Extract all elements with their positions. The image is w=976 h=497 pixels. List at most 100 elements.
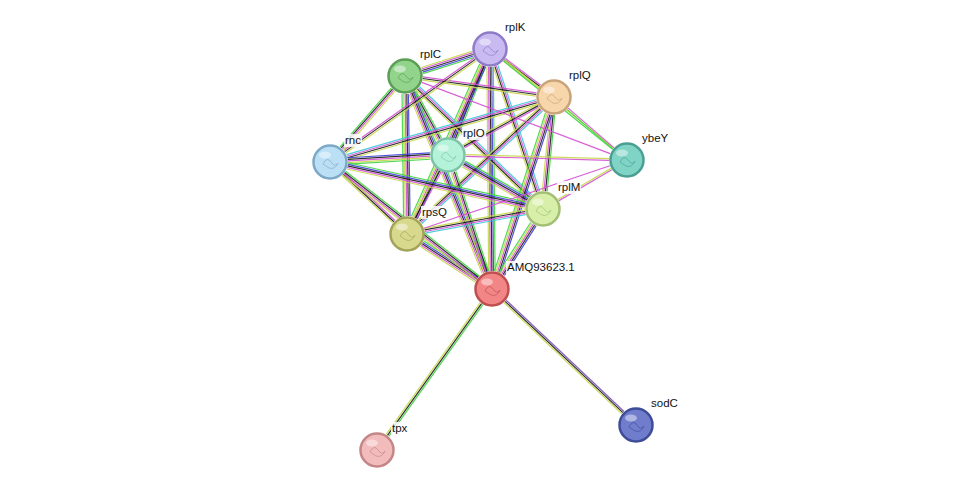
interaction-edge (466, 155, 609, 161)
evidence-line (503, 61, 612, 149)
protein-node: tpx (359, 432, 395, 468)
node-disc (611, 144, 644, 177)
node-circle (312, 144, 348, 180)
protein-node: rplM (525, 191, 561, 227)
interaction-edge (567, 108, 614, 149)
evidence-line (340, 88, 391, 147)
node-highlight (543, 87, 555, 94)
interaction-edge (386, 303, 483, 437)
protein-label: AMQ93623.1 (506, 261, 576, 274)
evidence-line (568, 108, 614, 147)
node-circle (472, 31, 508, 67)
structure-icon (400, 231, 415, 240)
interaction-edge (504, 300, 624, 414)
evidence-line (343, 175, 477, 280)
structure-icon (398, 73, 413, 82)
evidence-line (347, 101, 536, 156)
protein-node: AMQ93623.1 (474, 271, 510, 307)
evidence-line (567, 109, 613, 148)
node-highlight (625, 415, 637, 422)
node-disc (474, 33, 507, 66)
node-disc (361, 434, 394, 467)
protein-node: rplC (387, 58, 423, 94)
structure-icon (485, 286, 500, 295)
evidence-line (506, 300, 624, 411)
evidence-line (348, 103, 537, 158)
structure-icon (536, 206, 551, 215)
protein-label: tpx (391, 422, 408, 435)
node-highlight (532, 199, 544, 206)
node-circle (536, 79, 572, 115)
evidence-line (389, 305, 483, 437)
evidence-line (463, 165, 527, 201)
node-highlight (481, 279, 493, 286)
node-circle (474, 271, 510, 307)
protein-node: rpsQ (389, 216, 425, 252)
protein-node: sodC (618, 407, 654, 443)
evidence-line (341, 89, 392, 148)
node-disc (314, 146, 347, 179)
evidence-line (421, 245, 476, 280)
evidence-line (466, 155, 609, 159)
node-circle (359, 432, 395, 468)
node-circle (525, 191, 561, 227)
protein-node: rnc (312, 144, 348, 180)
protein-label: rplQ (568, 69, 592, 82)
structure-icon (441, 152, 456, 161)
node-disc (391, 218, 424, 251)
interaction-edge (344, 58, 476, 153)
protein-label: sodC (650, 397, 679, 410)
node-highlight (479, 39, 491, 46)
evidence-line (504, 303, 622, 414)
protein-node: rplO (430, 137, 466, 173)
structure-icon (629, 422, 644, 431)
node-highlight (396, 224, 408, 231)
evidence-line (505, 59, 540, 85)
node-circle (389, 216, 425, 252)
node-circle (430, 137, 466, 173)
interaction-edge (503, 60, 613, 150)
evidence-line (386, 303, 480, 435)
node-disc (389, 60, 422, 93)
node-disc (476, 273, 509, 306)
interaction-edge (463, 104, 539, 148)
protein-label: rplK (504, 21, 526, 34)
evidence-line (505, 301, 623, 412)
structure-icon (323, 159, 338, 168)
evidence-line (348, 159, 430, 164)
evidence-line (346, 171, 480, 276)
node-highlight (394, 66, 406, 73)
evidence-line (424, 166, 610, 229)
structure-icon (370, 447, 385, 456)
node-disc (432, 139, 465, 172)
protein-label: rplO (462, 127, 486, 140)
interaction-edge (347, 100, 538, 160)
evidence-line (348, 104, 537, 159)
node-highlight (616, 150, 628, 157)
protein-label: rplC (419, 48, 442, 61)
interaction-edge (343, 171, 480, 280)
evidence-line (344, 174, 478, 279)
interaction-edge (340, 88, 395, 150)
evidence-line (347, 100, 536, 155)
protein-node: ybeY (609, 142, 645, 178)
interaction-edge (420, 241, 478, 282)
evidence-line (345, 172, 479, 277)
evidence-line (342, 175, 393, 222)
node-circle (618, 407, 654, 443)
node-circle (387, 58, 423, 94)
interaction-edge (487, 67, 495, 271)
protein-label: rplM (557, 181, 581, 194)
evidence-line (387, 304, 481, 436)
evidence-line (344, 91, 395, 150)
node-highlight (437, 145, 449, 152)
node-circle (609, 142, 645, 178)
node-highlight (366, 440, 378, 447)
protein-label: rnc (344, 134, 362, 147)
evidence-line (421, 110, 542, 222)
protein-label: rpsQ (421, 206, 448, 219)
evidence-line (342, 90, 393, 149)
protein-label: ybeY (641, 132, 669, 145)
